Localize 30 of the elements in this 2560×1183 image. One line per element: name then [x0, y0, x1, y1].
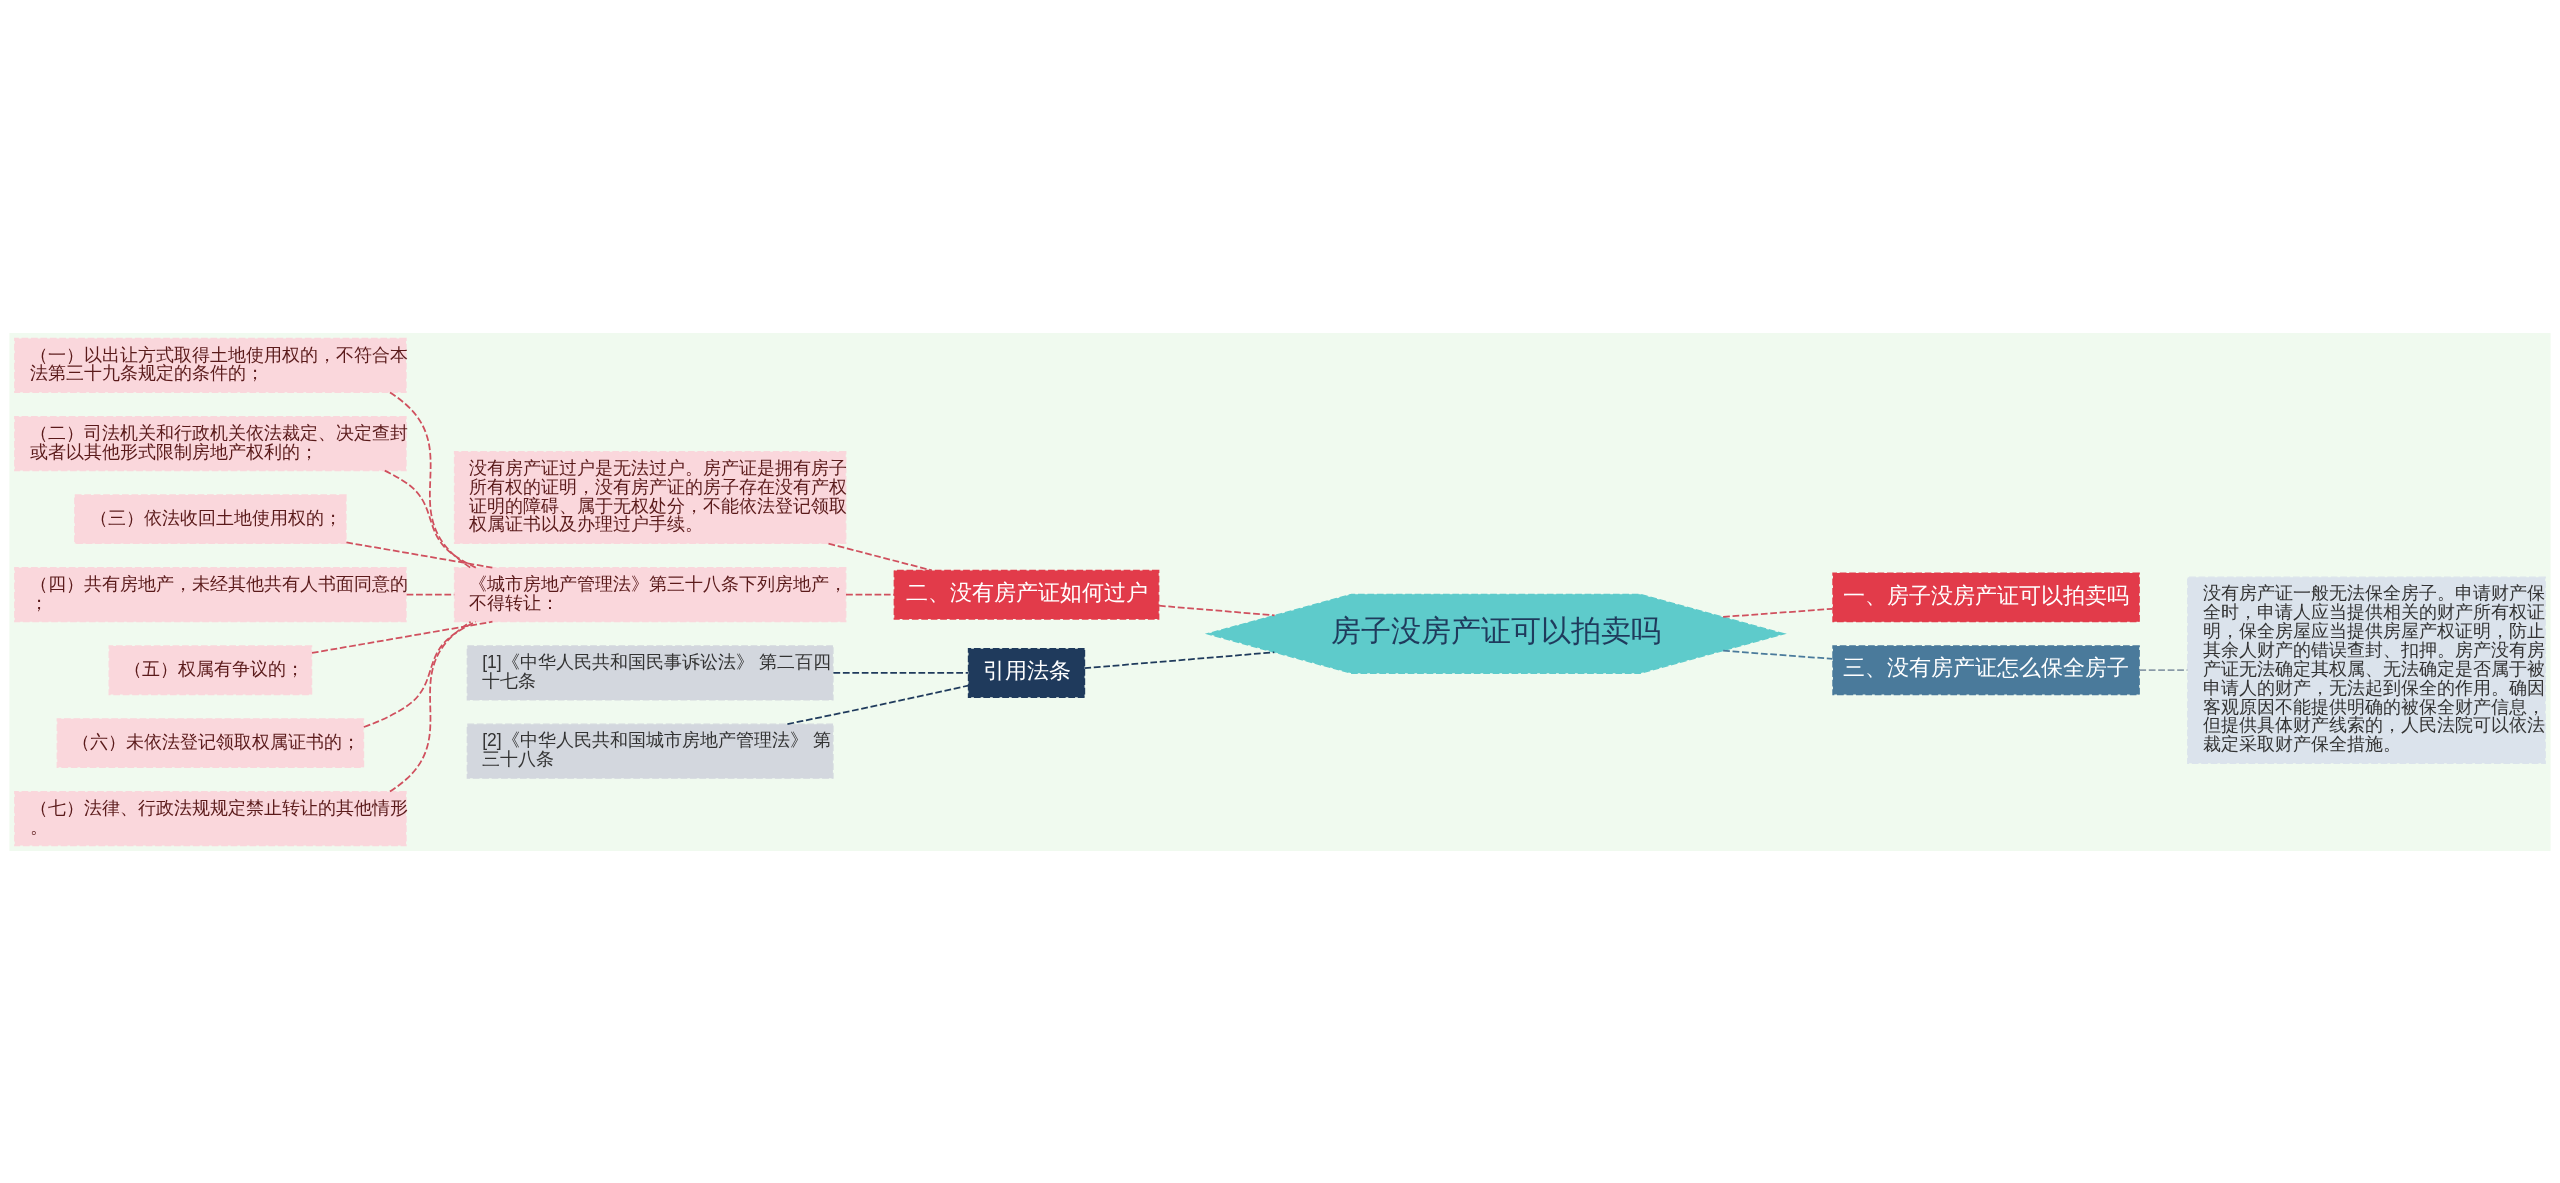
node-box: 没有房产证一般无法保全房子。申请财产保全时，申请人应当提供相关的财产所有权证明，保全房屋应当提供房屋产权证明，防止其余人财产的错误查封、扣押。房产没有房产证无法确定其权属、无法确定是否属于被申请人的财产，无法起到保全的作用。确因客观原因不能提供明确的被保全财产信息，但提供具体财产线索的，人民法院可以依法裁定采取财产保全措施。	[2187, 576, 2546, 764]
node-box: （六）未依法登记领取权属证书的；	[56, 717, 365, 768]
connector	[345, 541, 494, 569]
node-box: （三）依法收回土地使用权的；	[74, 493, 347, 544]
node-box: [1]《中华人民共和国民事诉讼法》 第二百四十七条	[466, 644, 834, 701]
connector	[389, 620, 472, 792]
node-box: 引用法条	[967, 647, 1086, 698]
connector	[845, 593, 896, 596]
connector	[827, 542, 933, 571]
node-box: 三、没有房产证怎么保全房子	[1832, 644, 2140, 695]
node-box: （七）法律、行政法规规定禁止转让的其他情形。	[14, 790, 407, 846]
connector	[389, 391, 472, 569]
node-box: 一、房子没房产证可以拍卖吗	[1832, 571, 2140, 622]
connector	[383, 469, 477, 569]
connector	[1158, 604, 1276, 616]
node-box: （五）权属有争议的；	[108, 644, 313, 695]
connector	[1722, 607, 1834, 618]
node-box: （一）以出让方式取得土地使用权的，不符合本法第三十九条规定的条件的；	[14, 337, 407, 393]
connector	[1722, 649, 1834, 660]
connector	[832, 671, 970, 674]
connector	[786, 684, 970, 725]
node-box: 《城市房地产管理法》第三十八条下列房地产，不得转让：	[453, 566, 847, 622]
node-box: （四）共有房地产，未经其他共有人书面同意的；	[14, 566, 407, 622]
connector	[362, 620, 477, 728]
node-box: 没有房产证过户是无法过户。房产证是拥有房子所有权的证明，没有房产证的房子存在没有产权证明的障碍、属于无权处分，不能依法登记领取权属证书以及办理过户手续。	[453, 450, 847, 544]
connector	[311, 620, 494, 654]
node-box: [2]《中华人民共和国城市房地产管理法》 第三十八条	[466, 723, 834, 779]
node-box: （二）司法机关和行政机关依法裁定、决定查封或者以其他形式限制房地产权利的；	[14, 415, 407, 471]
connector	[1083, 650, 1276, 669]
node-box: 二、没有房产证如何过户	[893, 569, 1160, 620]
